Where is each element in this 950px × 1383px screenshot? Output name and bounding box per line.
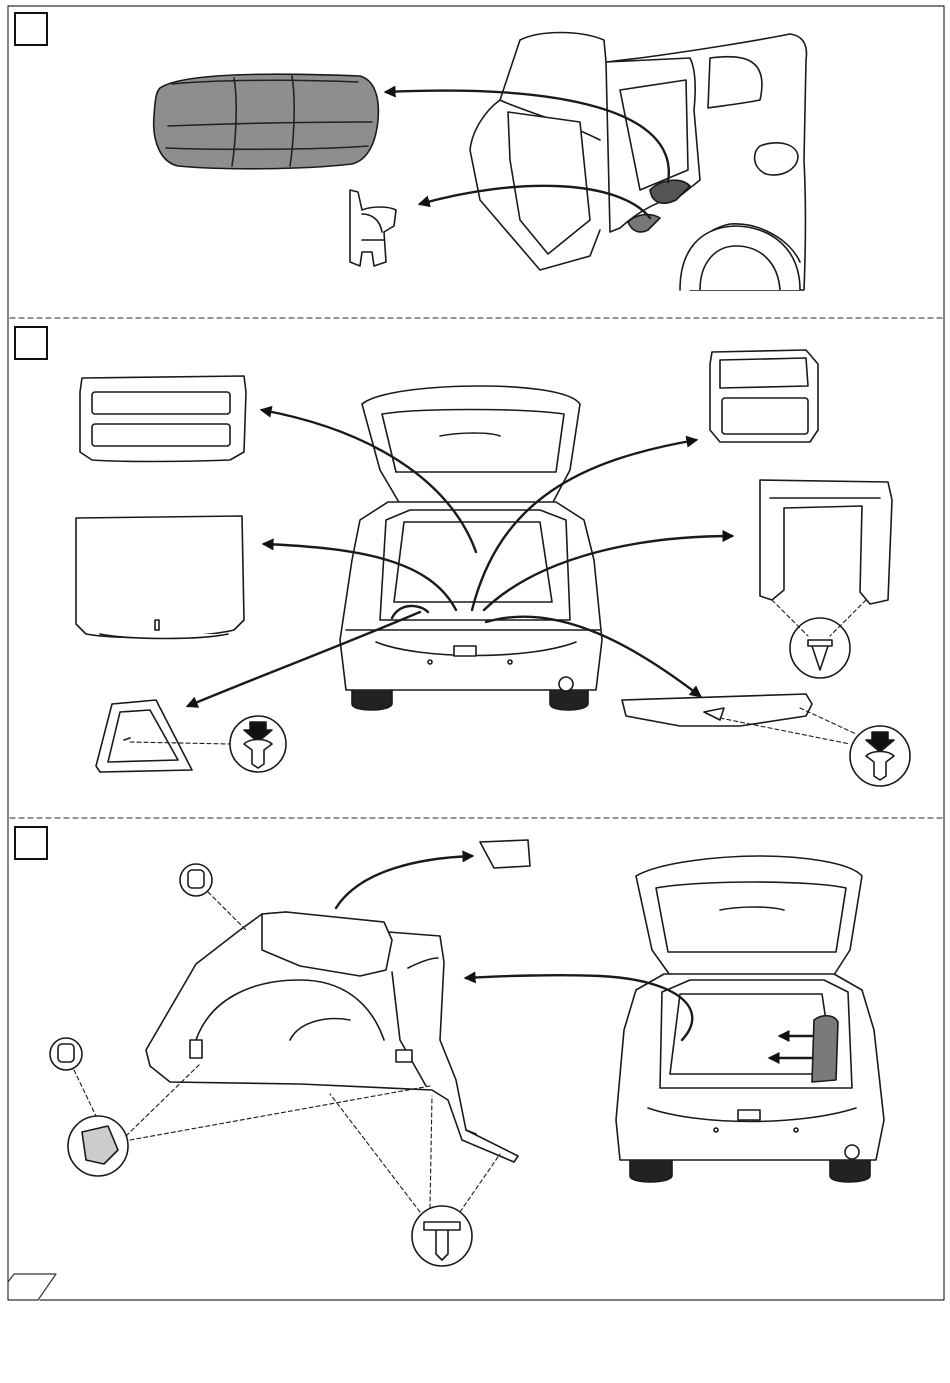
car-rear-view-icon xyxy=(616,856,884,1182)
step-2-illustration xyxy=(76,350,910,786)
luggage-floor-mat xyxy=(76,516,244,639)
step-3-illustration xyxy=(50,840,884,1266)
parcel-shelf xyxy=(80,376,246,462)
luggage-compartment-side-tray xyxy=(96,700,192,772)
rear-seat-cushion xyxy=(154,74,379,169)
step-3-marker xyxy=(14,826,48,860)
removal-arrow-icon xyxy=(336,856,472,908)
rear-sill-scuff-plate xyxy=(622,694,812,726)
step-2-marker xyxy=(14,326,48,360)
luggage-side-trim-panel xyxy=(146,912,518,1162)
tailgate-inner-trim xyxy=(710,350,818,442)
rear-door-sill-trim xyxy=(350,190,396,266)
side-trim-cover xyxy=(480,840,530,868)
car-rear-view-icon xyxy=(340,386,602,710)
car-side-door-open-icon xyxy=(470,33,806,291)
tailgate-side-trim xyxy=(760,480,892,604)
step-1-marker xyxy=(14,12,48,46)
step-1-illustration xyxy=(154,33,807,291)
